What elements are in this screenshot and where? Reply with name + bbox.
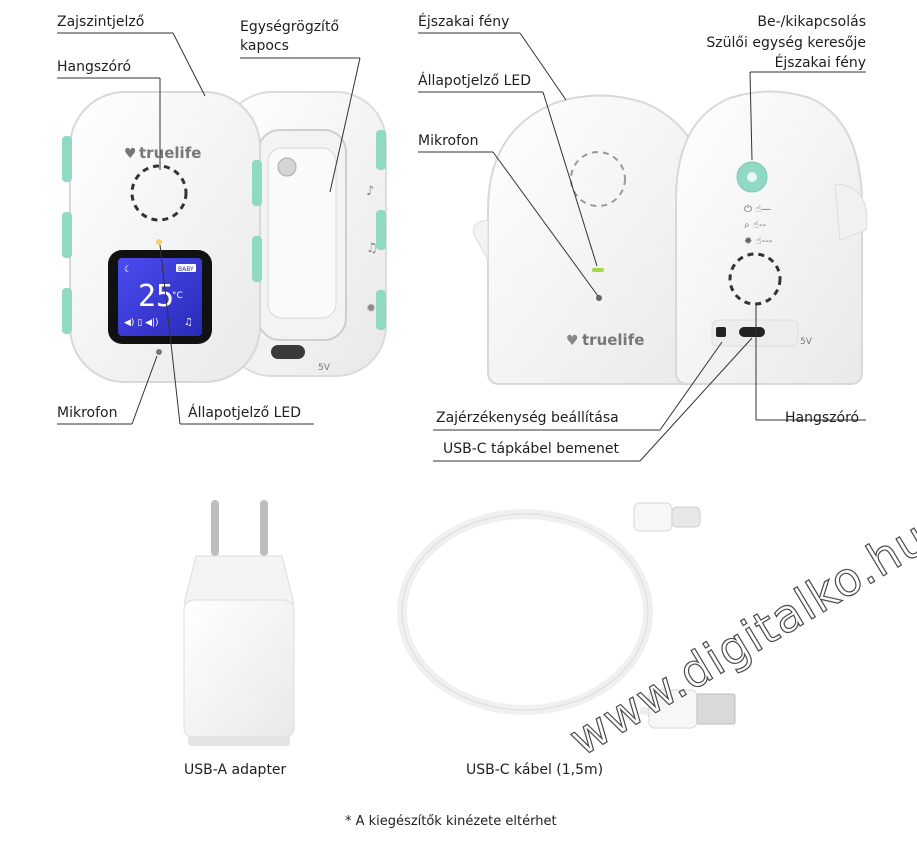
brand-logo-left: truelife: [139, 144, 202, 162]
svg-text:♫: ♫: [366, 241, 378, 256]
usb-c-cable: [397, 502, 736, 729]
svg-text:⏻ ☝—: ⏻ ☝—: [744, 204, 771, 215]
leader-lines: [57, 32, 866, 462]
label-power: Be-/kikapcsolás: [757, 14, 866, 30]
parent-unit-front: ☾ BABY 25 °C ◀) ▯ ◀|) ♫ ♥: [62, 91, 262, 383]
usb-a-adapter: [183, 500, 295, 746]
label-speaker-left: Hangszóró: [57, 59, 132, 75]
svg-text:♥: ♥: [566, 333, 579, 349]
caption-adapter: USB-A adapter: [184, 762, 287, 778]
label-noise-level: Zajszintjelző: [57, 14, 145, 30]
label-clip-line2: kapocs: [240, 38, 289, 54]
label-night-light-top: Éjszakai fény: [418, 14, 510, 30]
parent-unit-back: ♪ ♫ ✹ 5V: [221, 91, 387, 377]
svg-text:♪: ♪: [366, 184, 374, 199]
label-night-light-right: Éjszakai fény: [774, 55, 866, 71]
svg-text:✹: ✹: [366, 301, 376, 315]
label-usb-input: USB-C tápkábel bemenet: [443, 441, 619, 457]
voltage-mark: 5V: [318, 363, 331, 373]
label-sensitivity: Zajérzékenység beállítása: [436, 410, 619, 426]
label-status-led-left: Állapotjelző LED: [188, 405, 302, 421]
label-status-led-right: Állapotjelző LED: [418, 73, 532, 89]
footnote: * A kiegészítők kinézete eltérhet: [345, 814, 557, 829]
svg-text:♥: ♥: [124, 146, 137, 162]
caption-cable: USB-C kábel (1,5m): [466, 762, 604, 778]
svg-text:☾: ☾: [124, 265, 132, 275]
svg-text:⌕ ☝--: ⌕ ☝--: [744, 220, 766, 231]
lcd-temperature: 25: [138, 279, 174, 314]
label-speaker-right: Hangszóró: [785, 410, 860, 426]
baby-unit-back: ⏻ ☝— ⌕ ☝-- ✹ ☝--- 5V: [675, 90, 868, 385]
label-parent-finder: Szülői egység keresője: [706, 35, 866, 51]
label-microphone-right: Mikrofon: [418, 133, 479, 149]
svg-text:◀) ▯ ◀|): ◀) ▯ ◀|): [124, 318, 159, 328]
label-clip-line1: Egységrögzítő: [240, 19, 340, 35]
voltage-mark-baby: 5V: [800, 337, 813, 347]
label-microphone-left: Mikrofon: [57, 405, 118, 421]
svg-text:✹ ☝---: ✹ ☝---: [744, 236, 773, 247]
brand-logo-right: truelife: [582, 331, 645, 349]
lcd-unit: °C: [172, 291, 183, 301]
svg-text:♫: ♫: [184, 317, 193, 328]
lcd-badge: BABY: [178, 266, 194, 273]
